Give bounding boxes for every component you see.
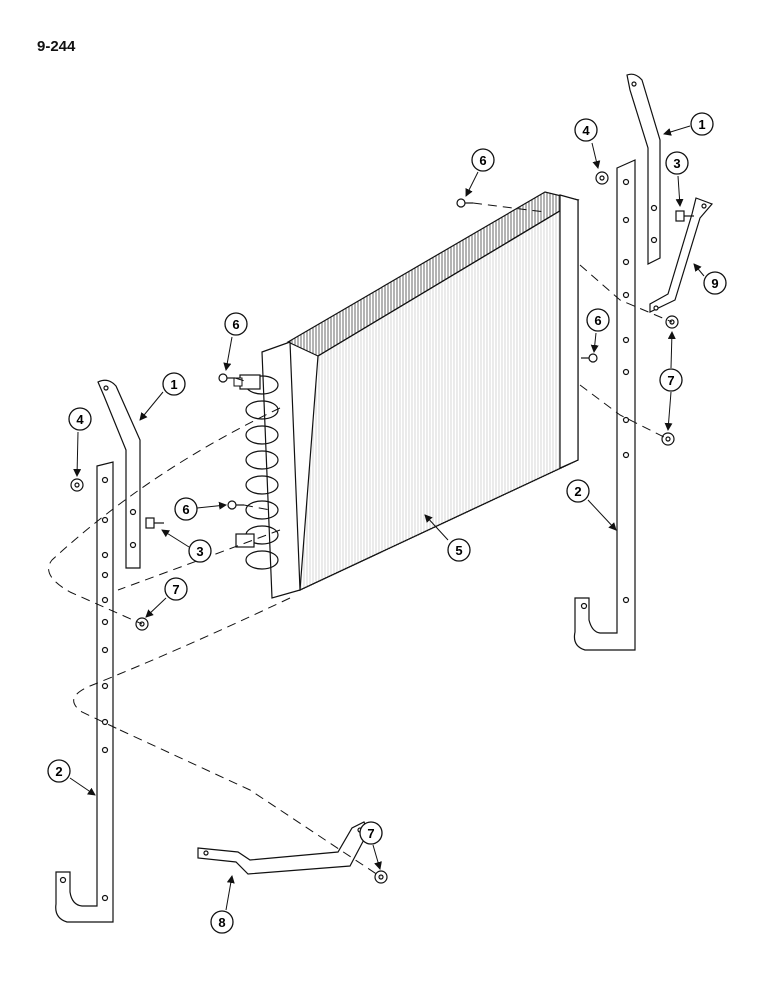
callout-4-top: 4 [574, 118, 601, 169]
left-upper-bracket [97, 379, 141, 569]
bolt-left [145, 517, 164, 529]
callout-3-right: 3 [665, 151, 689, 207]
callout-2-right: 2 [566, 479, 617, 531]
callout-6-top: 6 [465, 148, 495, 197]
bottom-brace [197, 821, 369, 875]
svg-text:6: 6 [182, 502, 189, 517]
callout-4-left: 4 [68, 407, 92, 477]
svg-text:2: 2 [55, 764, 62, 779]
callout-1-right: 1 [663, 112, 714, 136]
callout-7-left: 7 [145, 577, 188, 618]
svg-text:7: 7 [367, 826, 374, 841]
page-number: 9-244 [37, 38, 76, 55]
svg-text:1: 1 [170, 377, 177, 392]
callout-9: 9 [693, 263, 727, 295]
right-brace [649, 197, 714, 313]
callout-7-right: 7 [659, 331, 683, 431]
callout-6-right: 6 [586, 308, 610, 353]
svg-text:3: 3 [196, 544, 203, 559]
nut-right-top [595, 171, 609, 185]
callout-3-left: 3 [161, 529, 212, 563]
svg-text:7: 7 [172, 582, 179, 597]
svg-text:8: 8 [218, 915, 225, 930]
screw-left-lower [227, 500, 244, 510]
callout-7-bottom: 7 [359, 821, 383, 870]
svg-text:3: 3 [673, 156, 680, 171]
svg-text:4: 4 [582, 123, 590, 138]
left-vertical-strap [55, 461, 114, 923]
screw-left-upper [218, 373, 235, 383]
right-upper-bracket [626, 73, 661, 265]
screw-right [581, 353, 598, 363]
callout-8: 8 [210, 875, 235, 934]
callout-2-left: 2 [47, 759, 96, 796]
right-vertical-strap [573, 159, 636, 651]
svg-text:2: 2 [574, 484, 581, 499]
svg-text:1: 1 [698, 117, 705, 132]
nut-right-lower [661, 432, 675, 446]
nut-left-top [70, 478, 84, 492]
callout-6-mid: 6 [174, 497, 227, 521]
screw-top [456, 198, 473, 208]
coil-tubes [245, 375, 279, 570]
assembly-guide-lines [48, 202, 673, 878]
bolt-right [675, 210, 694, 222]
svg-text:6: 6 [479, 153, 486, 168]
inlet-fitting [233, 374, 261, 390]
callout-5: 5 [424, 514, 471, 562]
svg-text:5: 5 [455, 543, 462, 558]
svg-text:6: 6 [594, 313, 601, 328]
svg-text:9: 9 [711, 276, 718, 291]
svg-text:4: 4 [76, 412, 84, 427]
callout-1-left: 1 [139, 372, 186, 421]
condenser-core [261, 191, 580, 599]
callout-6-left: 6 [223, 312, 248, 371]
svg-text:7: 7 [667, 373, 674, 388]
svg-text:6: 6 [232, 317, 239, 332]
outlet-fitting [235, 533, 255, 548]
